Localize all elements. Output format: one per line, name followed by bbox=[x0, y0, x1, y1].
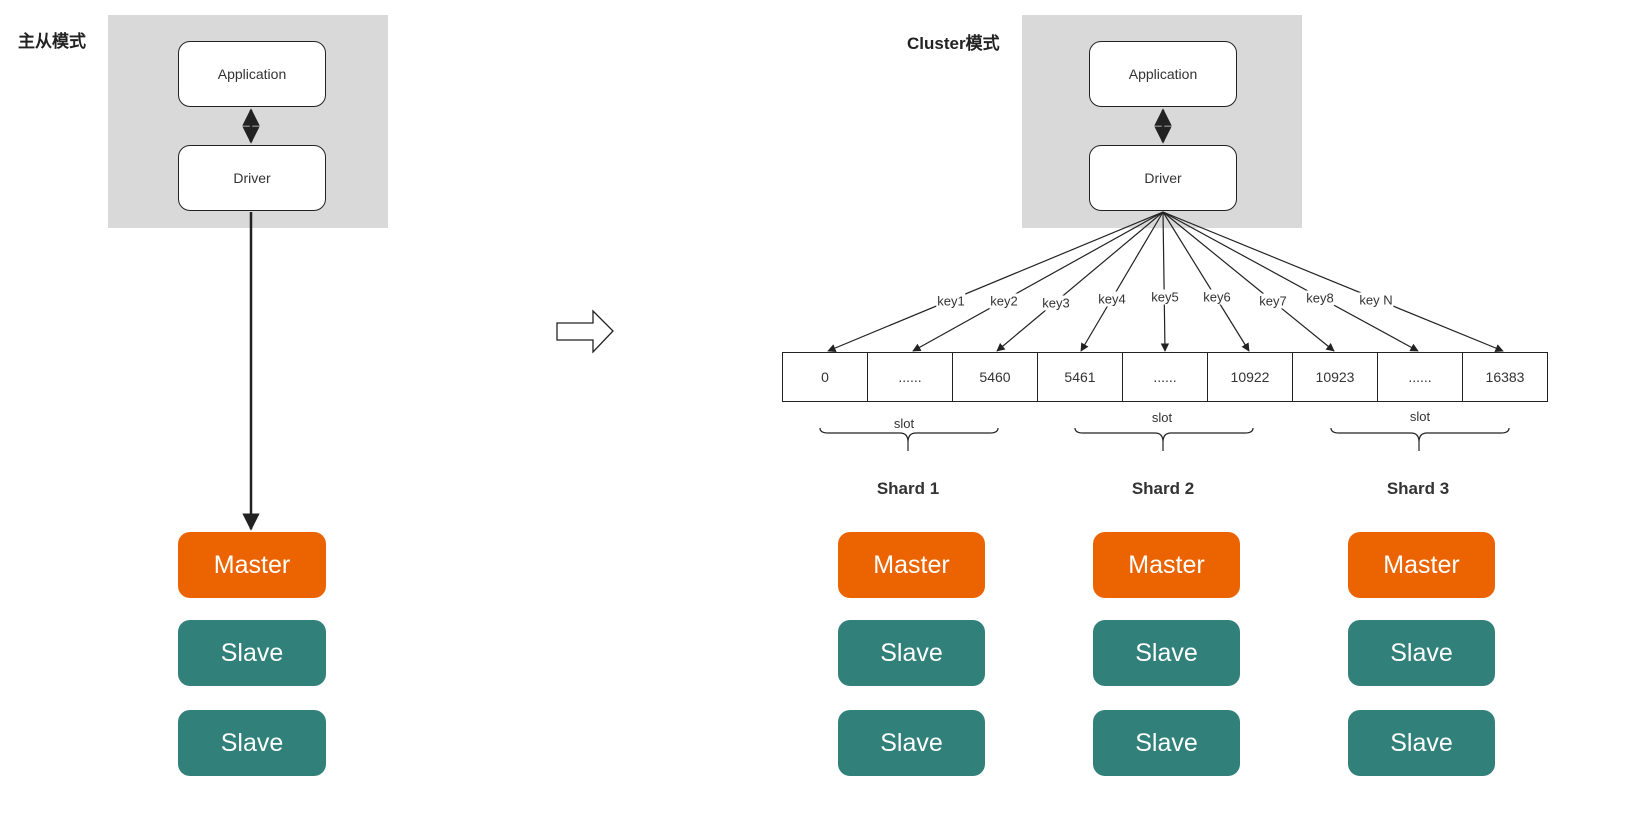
slot-brace bbox=[1330, 427, 1510, 451]
key-connector bbox=[1162, 211, 1335, 352]
key-connector bbox=[1160, 211, 1170, 352]
key-label: key7 bbox=[1258, 293, 1288, 309]
slot-cell: ...... bbox=[1377, 353, 1462, 401]
shard-label: Shard 2 bbox=[1131, 479, 1195, 498]
cluster-mode-title: Cluster模式 bbox=[907, 34, 1000, 53]
key-label: key8 bbox=[1305, 290, 1335, 306]
slot-cell: ...... bbox=[1122, 353, 1207, 401]
shard-slave-node: Slave bbox=[1348, 620, 1495, 686]
slot-brace bbox=[819, 427, 999, 451]
left-slave-node: Slave bbox=[178, 620, 326, 686]
slot-cell: 16383 bbox=[1462, 353, 1547, 401]
slot-cell: 5460 bbox=[952, 353, 1037, 401]
key-connector bbox=[827, 211, 1164, 352]
left-application-node: Application bbox=[178, 41, 326, 107]
key-connector bbox=[1162, 211, 1419, 352]
left-master-node: Master bbox=[178, 532, 326, 598]
shard-slave-node: Slave bbox=[838, 710, 985, 776]
shard-slave-node: Slave bbox=[1348, 710, 1495, 776]
key-connector bbox=[996, 211, 1164, 352]
key-label: key6 bbox=[1202, 289, 1232, 305]
right-arrow-icon bbox=[556, 309, 614, 354]
shard-master-node: Master bbox=[838, 532, 985, 598]
shard-slave-node: Slave bbox=[1093, 710, 1240, 776]
slot-cell: 5461 bbox=[1037, 353, 1122, 401]
shard-label: Shard 1 bbox=[876, 479, 940, 498]
right-driver-node: Driver bbox=[1089, 145, 1237, 211]
slot-group-label: slot bbox=[1409, 409, 1431, 424]
left-driver-node: Driver bbox=[178, 145, 326, 211]
key-connectors bbox=[827, 211, 1504, 353]
key-label: key1 bbox=[936, 293, 966, 309]
shard-slave-node: Slave bbox=[838, 620, 985, 686]
slot-brace bbox=[1074, 427, 1254, 451]
key-connector bbox=[1162, 211, 1250, 352]
key-label: key3 bbox=[1041, 295, 1071, 311]
shard-slave-node: Slave bbox=[1093, 620, 1240, 686]
slot-group-label: slot bbox=[1151, 410, 1173, 425]
slot-cell: 0 bbox=[783, 353, 867, 401]
key-label: key4 bbox=[1097, 291, 1127, 307]
key-connector bbox=[1162, 211, 1504, 353]
key-label: key N bbox=[1358, 292, 1394, 308]
shard-master-node: Master bbox=[1093, 532, 1240, 598]
slot-table: 0 ...... 5460 5461 ...... 10922 10923 ..… bbox=[782, 352, 1548, 402]
slot-cell: 10922 bbox=[1207, 353, 1292, 401]
right-application-node: Application bbox=[1089, 41, 1237, 107]
left-slave-node: Slave bbox=[178, 710, 326, 776]
key-connector bbox=[912, 211, 1164, 352]
slot-cell: ...... bbox=[867, 353, 952, 401]
key-label: key5 bbox=[1150, 289, 1180, 305]
slot-group-label: slot bbox=[893, 416, 915, 431]
slot-cell: 10923 bbox=[1292, 353, 1377, 401]
key-connector bbox=[1080, 211, 1164, 352]
master-slave-title: 主从模式 bbox=[18, 32, 86, 51]
shard-label: Shard 3 bbox=[1386, 479, 1450, 498]
shard-master-node: Master bbox=[1348, 532, 1495, 598]
key-label: key2 bbox=[989, 293, 1019, 309]
